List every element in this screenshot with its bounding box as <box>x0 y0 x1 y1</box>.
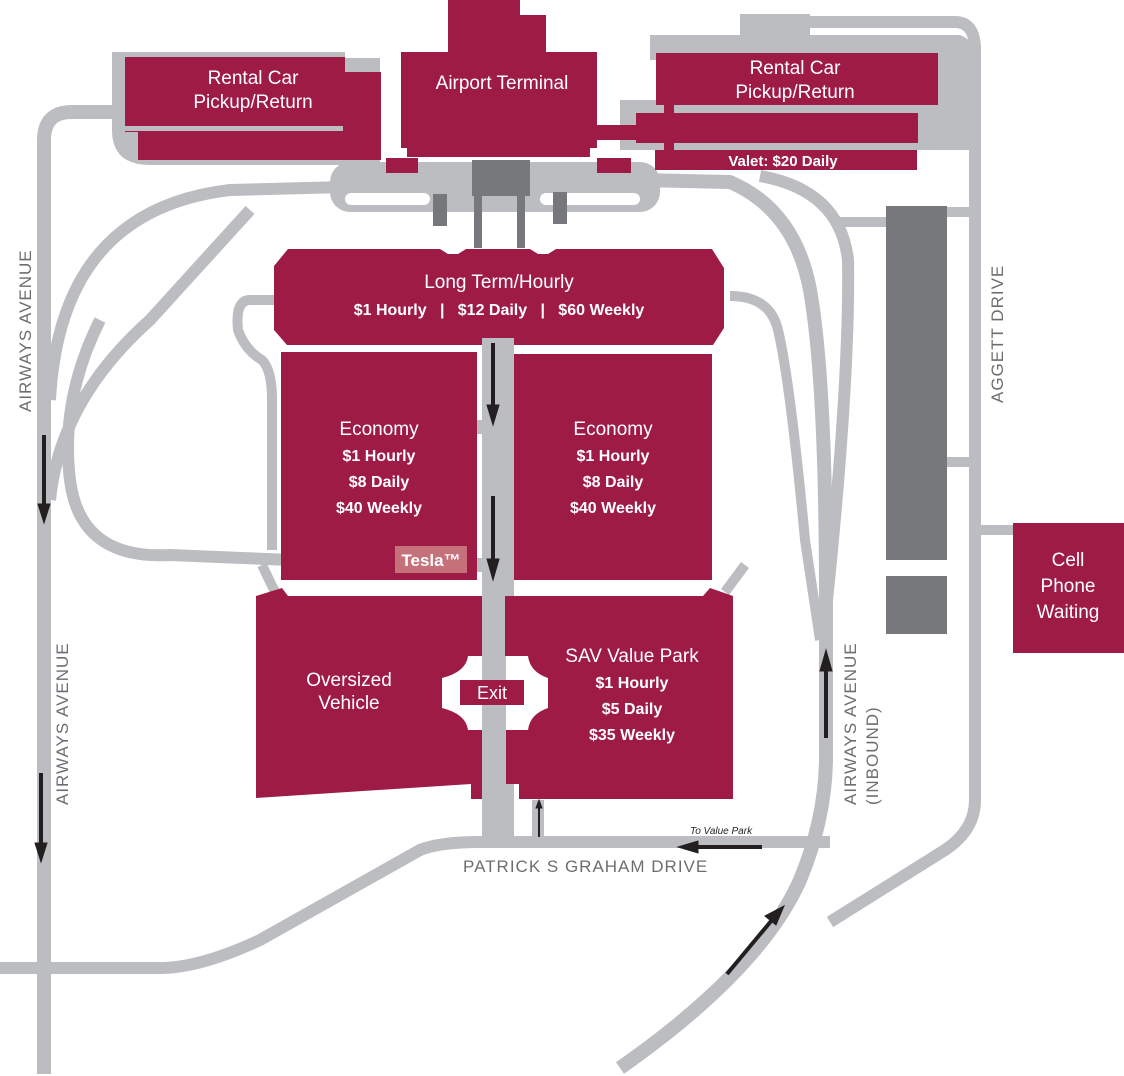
arrow-down-icon <box>34 773 48 864</box>
economy-right-daily: $8 Daily <box>583 474 644 491</box>
lot-economy-left[interactable]: Economy $1 Hourly $8 Daily $40 Weekly Te… <box>281 352 477 580</box>
lot-sav-value-park[interactable]: SAV Value Park $1 Hourly $5 Daily $35 We… <box>505 588 733 799</box>
value-park-daily: $5 Daily <box>602 701 663 718</box>
traffic-arrows <box>34 343 833 976</box>
value-park-weekly: $35 Weekly <box>589 727 675 744</box>
terminal-canopy <box>472 160 530 196</box>
rental-left-divider <box>125 126 343 131</box>
rental-right-line1: Rental Car <box>750 58 841 79</box>
long-term-shape <box>274 249 724 345</box>
valet-parking[interactable]: Valet: $20 Daily <box>655 150 917 170</box>
economy-right-hourly: $1 Hourly <box>577 448 650 465</box>
walkway-right <box>517 196 525 248</box>
road-exit-south <box>482 730 506 840</box>
value-park-name: SAV Value Park <box>565 646 699 667</box>
garage-building-small <box>886 576 947 634</box>
arrow-left-icon <box>676 840 762 854</box>
economy-left-shape <box>281 352 477 580</box>
road-long-term-west-access <box>232 295 280 550</box>
note-to-value-park: To Value Park <box>690 826 753 837</box>
oversized-line2: Vehicle <box>318 693 379 714</box>
garage-building-large <box>886 206 947 560</box>
road-value-park-east-access <box>720 562 750 595</box>
rental-right-line2: Pickup/Return <box>735 82 854 103</box>
cell-phone-shape <box>1013 523 1124 653</box>
road-airways-diagonal <box>44 205 255 501</box>
road-west-loop <box>62 317 291 566</box>
airport-terminal[interactable]: Airport Terminal <box>401 0 597 157</box>
rental-right-apron <box>650 14 975 135</box>
tesla-badge <box>395 546 467 573</box>
road-spine-crossing-2 <box>474 558 522 572</box>
terminal-curb-right <box>597 158 631 173</box>
exit-sign-bg <box>460 680 524 705</box>
frontage-island-left <box>345 193 430 205</box>
rental-car-right[interactable]: Rental Car Pickup/Return <box>636 53 938 150</box>
exit-label: Exit <box>477 683 507 703</box>
value-park-hourly: $1 Hourly <box>596 675 669 692</box>
tesla-badge-label: Tesla™ <box>401 551 460 570</box>
cell-phone-line2: Phone <box>1041 576 1096 597</box>
arrow-diagonal-up-right-icon <box>725 904 786 976</box>
arrow-down-icon <box>37 435 51 525</box>
street-label-aggett-drive: AGGETT DRIVE <box>988 265 1007 403</box>
road-patrick-s-graham-drive <box>0 836 830 974</box>
road-oversized-west-access <box>257 562 280 595</box>
terminal-shape <box>401 0 597 157</box>
terminal-curb-left <box>386 158 418 173</box>
road-spine-crossing-1 <box>474 420 522 434</box>
exit-plaza[interactable]: Exit <box>442 656 548 730</box>
oversized-shape <box>256 588 482 799</box>
economy-left-daily: $8 Daily <box>349 474 410 491</box>
arrow-down-icon <box>486 343 500 427</box>
garage-pillar-left <box>433 194 447 226</box>
walkway-left <box>474 196 482 248</box>
street-label-inbound: (INBOUND) <box>863 706 882 805</box>
oversized-line1: Oversized <box>306 670 392 691</box>
road-airways-inbound-east <box>758 170 855 611</box>
arrow-down-icon <box>486 496 500 582</box>
arrow-up-small-icon <box>535 798 543 837</box>
garage-pillar-right <box>553 192 567 224</box>
value-park-shape <box>505 588 733 799</box>
economy-right-weekly: $40 Weekly <box>570 500 656 517</box>
structures <box>433 160 947 634</box>
rental-car-left[interactable]: Rental Car Pickup/Return <box>125 57 381 160</box>
economy-right-name: Economy <box>573 419 653 440</box>
rental-right-middle <box>636 113 918 143</box>
valet-label: Valet: $20 Daily <box>728 153 838 170</box>
rental-left-line2: Pickup/Return <box>193 92 312 113</box>
road-aggett-drive <box>810 16 981 928</box>
street-label-airways-avenue-inbound: AIRWAYS AVENUE <box>841 642 860 805</box>
rental-right-top <box>656 53 938 105</box>
economy-left-name: Economy <box>339 419 419 440</box>
street-label-airways-avenue-upper: AIRWAYS AVENUE <box>16 249 35 412</box>
rental-car-left-shape <box>125 57 381 160</box>
long-term-name: Long Term/Hourly <box>424 272 574 293</box>
terminal-label: Airport Terminal <box>436 73 569 94</box>
valet-shape <box>655 150 917 170</box>
long-term-rates: $1 Hourly | $12 Daily | $60 Weekly <box>354 302 645 319</box>
road-airways-avenue-west <box>37 105 112 1074</box>
road-long-term-east-access <box>729 291 825 641</box>
road-airways-connector <box>44 179 421 401</box>
economy-right-shape <box>514 354 712 580</box>
lot-oversized-vehicle[interactable]: Oversized Vehicle <box>256 588 482 799</box>
cell-phone-waiting[interactable]: Cell Phone Waiting <box>1013 523 1124 653</box>
arrow-up-icon <box>819 648 833 738</box>
rental-right-connector <box>664 105 674 150</box>
economy-left-hourly: $1 Hourly <box>343 448 416 465</box>
rental-left-line1: Rental Car <box>208 68 299 89</box>
street-label-airways-avenue-lower: AIRWAYS AVENUE <box>53 642 72 805</box>
lot-economy-right[interactable]: Economy $1 Hourly $8 Daily $40 Weekly <box>514 354 712 580</box>
street-label-patrick-s-graham-drive: PATRICK S GRAHAM DRIVE <box>463 857 708 876</box>
economy-left-weekly: $40 Weekly <box>336 500 422 517</box>
cell-phone-line3: Waiting <box>1037 602 1100 623</box>
cell-phone-line1: Cell <box>1052 550 1085 571</box>
lot-long-term-hourly[interactable]: Long Term/Hourly $1 Hourly | $12 Daily |… <box>274 249 724 345</box>
